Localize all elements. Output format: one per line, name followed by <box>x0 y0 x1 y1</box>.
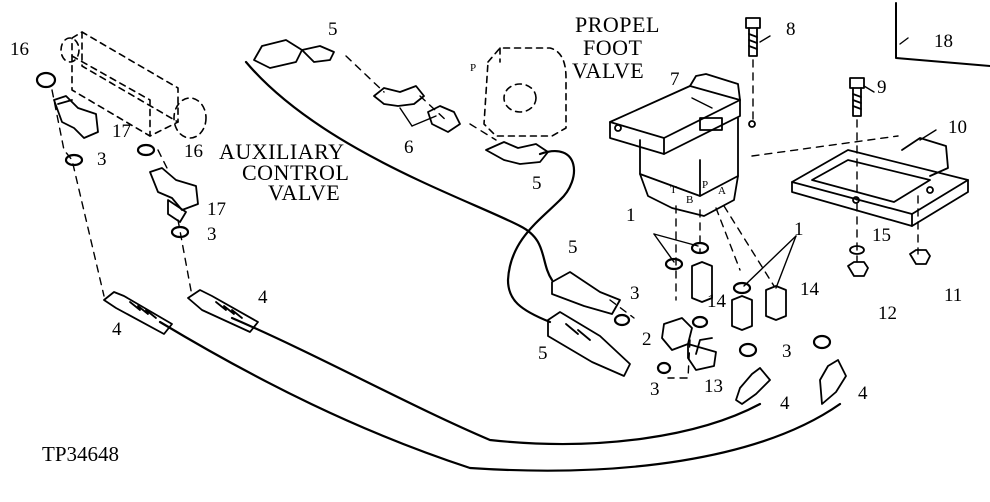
callout-18: 18 <box>934 31 953 52</box>
leader-lines <box>399 35 937 289</box>
callout-5-a: 5 <box>328 19 338 40</box>
callout-4-a: 4 <box>112 319 122 340</box>
callout-3-d: 3 <box>650 379 660 400</box>
callout-2: 2 <box>642 329 652 350</box>
propel-foot-valve-label-line3: VALVE <box>572 58 645 83</box>
figure-reference-id: TP34648 <box>42 442 120 466</box>
hoses <box>158 60 842 472</box>
callout-4-b: 4 <box>258 287 268 308</box>
straight-connectors <box>691 261 787 331</box>
floor-plate-outline <box>895 2 990 67</box>
o-rings <box>35 71 832 375</box>
propel-foot-valve-label-line1: PROPEL <box>575 12 660 37</box>
callout-3-b: 3 <box>207 224 217 245</box>
propel-foot-valve-label-line2: FOOT <box>583 35 643 60</box>
callout-9: 9 <box>877 77 887 98</box>
port-letter-a: A <box>718 185 726 197</box>
callout-4-c: 4 <box>780 393 790 414</box>
callout-16-a: 16 <box>10 39 29 60</box>
callout-14-b: 14 <box>800 279 819 300</box>
auxiliary-control-valve-body <box>60 31 207 139</box>
callout-8: 8 <box>786 19 796 40</box>
mounting-bracket <box>791 137 969 227</box>
callout-4-d: 4 <box>858 383 868 404</box>
auxiliary-control-valve-label-line2: CONTROL <box>242 160 350 185</box>
elbow-fittings <box>53 85 717 371</box>
callout-5-b: 5 <box>532 173 542 194</box>
bolt-9 <box>849 77 865 117</box>
port-letter-p: P <box>702 179 709 191</box>
callout-13: 13 <box>704 376 723 397</box>
callout-3-a: 3 <box>97 149 107 170</box>
callout-3-e: 3 <box>782 341 792 362</box>
callout-6: 6 <box>404 137 414 158</box>
hose-fitting-4 <box>103 289 847 405</box>
propel-foot-valve-body <box>483 47 567 137</box>
hose-fitting-5 <box>253 39 631 377</box>
callout-3-c: 3 <box>630 283 640 304</box>
callout-7: 7 <box>670 69 680 90</box>
callout-10: 10 <box>948 117 967 138</box>
callout-17-a: 17 <box>112 121 131 142</box>
port-letter-p-foot-valve: P <box>470 62 477 74</box>
washer-and-nuts <box>847 245 931 277</box>
callout-15: 15 <box>872 225 891 246</box>
bolt-8 <box>745 17 761 57</box>
auxiliary-control-valve-label-line3: VALVE <box>268 180 341 205</box>
callout-16-b: 16 <box>184 141 203 162</box>
port-letter-t: T <box>670 184 677 196</box>
callout-5-c: 5 <box>568 237 578 258</box>
callout-5-d: 5 <box>538 343 548 364</box>
callout-12: 12 <box>878 303 897 324</box>
foot-pedal-valve <box>609 73 756 217</box>
callout-14-a: 14 <box>707 291 726 312</box>
callout-17-b: 17 <box>207 199 226 220</box>
callout-1-right: 1 <box>794 219 804 240</box>
port-letter-b: B <box>686 194 694 206</box>
callout-1-left: 1 <box>626 205 636 226</box>
auxiliary-control-valve-label-line1: AUXILIARY <box>219 139 345 164</box>
callout-11: 11 <box>944 285 963 306</box>
